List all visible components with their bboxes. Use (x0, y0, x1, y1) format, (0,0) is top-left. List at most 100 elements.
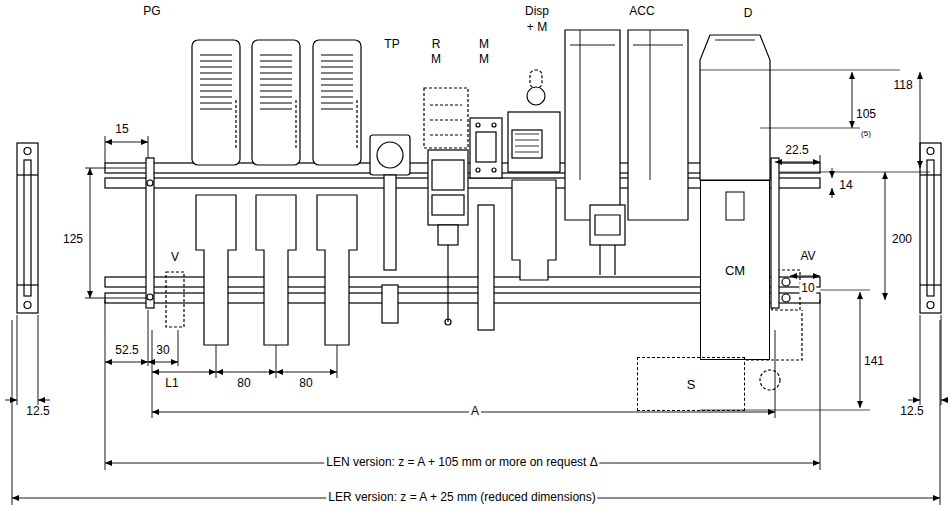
drawing-part (152, 412, 775, 413)
drawing-part (820, 300, 821, 470)
dimension-label: + M (525, 21, 549, 34)
drawing-part (313, 40, 361, 165)
dimension-label: M (477, 38, 491, 51)
drawing-part (424, 88, 468, 148)
drawing-part (384, 175, 396, 270)
drawing-part (860, 292, 861, 408)
drawing-part (216, 345, 217, 378)
drawing-part (927, 302, 934, 309)
drawing-part (152, 330, 153, 418)
drawing-part (317, 195, 357, 345)
drawing-part (276, 345, 277, 378)
drawing-part (147, 294, 153, 300)
dimension-label: 30 (154, 344, 171, 357)
dimension-label: L1 (163, 377, 180, 390)
dimension-label: 15 (113, 123, 130, 136)
dimension-label: ACC (627, 5, 656, 18)
drawing-part (85, 298, 146, 299)
dimension-label: 80 (297, 377, 314, 390)
drawing-part (200, 55, 232, 109)
dimension-label: AV (798, 250, 817, 263)
drawing-part (447, 245, 448, 322)
node-text: S (687, 377, 696, 392)
drawing-part (166, 272, 184, 327)
drawing-part (260, 55, 292, 109)
drawing-part (700, 70, 930, 172)
drawing-part (24, 302, 31, 309)
drawing-part (512, 130, 542, 158)
drawing-part (196, 195, 236, 345)
drawing-part (105, 300, 106, 470)
dimension-label: D (742, 7, 755, 20)
drawing-part (565, 30, 620, 220)
drawing-part (38, 400, 50, 401)
drawing-part (147, 180, 153, 186)
dimension-label: 105 (854, 108, 878, 121)
drawing-part (178, 330, 179, 366)
drawing-part (370, 135, 410, 175)
drawing-part (432, 160, 464, 190)
drawing-part (382, 285, 398, 323)
drawing-part (5, 400, 17, 401)
drawing-part (920, 315, 921, 405)
drawing-part (24, 160, 31, 296)
drawing-part (492, 168, 496, 172)
dimension-label: 52.5 (113, 344, 140, 357)
drawing-part (941, 400, 948, 401)
drawing-part (570, 30, 683, 180)
drawing-part (276, 372, 337, 373)
drawing-part (17, 174, 38, 175)
drawing-part (492, 123, 496, 127)
dimension-label: M (429, 53, 443, 66)
drawing-part (790, 276, 820, 277)
drawing-part (920, 284, 941, 285)
dimension-label: 200 (890, 233, 914, 246)
drawing-part (832, 168, 833, 178)
drawing-part (5, 72, 948, 505)
drawing-part (105, 362, 148, 363)
node-text: CM (725, 263, 745, 278)
drawing-part (321, 55, 353, 109)
dimension-label: V (169, 251, 181, 264)
drawing-part (782, 294, 790, 302)
drawing-part (726, 192, 744, 220)
drawing-part (775, 330, 776, 418)
drawing-part (920, 143, 941, 313)
drawing-part (885, 172, 886, 300)
drawing-part (90, 168, 91, 298)
drawing-part (148, 310, 149, 366)
drawing-part (152, 372, 216, 373)
dimension-label: 14 (837, 179, 854, 192)
dimension-label: 12.5 (24, 405, 51, 418)
drawing-part (24, 148, 31, 155)
dimension-label: 118 (891, 79, 914, 92)
drawing-part (148, 136, 149, 158)
drawing-part (146, 158, 154, 308)
dimension-label: LEN version: z = A + 105 mm or more on r… (324, 456, 599, 469)
dimension-label: M (477, 53, 491, 66)
drawing-part (760, 370, 780, 390)
dimension-label: (5) (859, 130, 873, 139)
drawing-part (512, 180, 556, 280)
drawing-part (17, 315, 18, 405)
drawing-part (12, 320, 13, 505)
drawing-part (775, 162, 820, 163)
drawing-part (105, 136, 106, 163)
dimension-label: 80 (235, 377, 252, 390)
drawing-part (595, 215, 620, 275)
dimension-label: A (469, 405, 481, 418)
drawing-part (908, 400, 920, 401)
dimension-label: TP (382, 38, 401, 51)
drawing-part (17, 284, 38, 285)
drawing-part (478, 205, 494, 330)
dimension-label: 12.5 (898, 405, 925, 418)
drawing-part (820, 155, 821, 163)
drawing-part (256, 195, 296, 345)
drawing-part (438, 225, 458, 245)
drawing-part (920, 72, 921, 168)
drawing-part (940, 320, 941, 505)
drawing-part (927, 148, 934, 155)
drawing-part (852, 72, 853, 128)
drawing-part (771, 158, 779, 308)
drawing-part (628, 30, 688, 220)
